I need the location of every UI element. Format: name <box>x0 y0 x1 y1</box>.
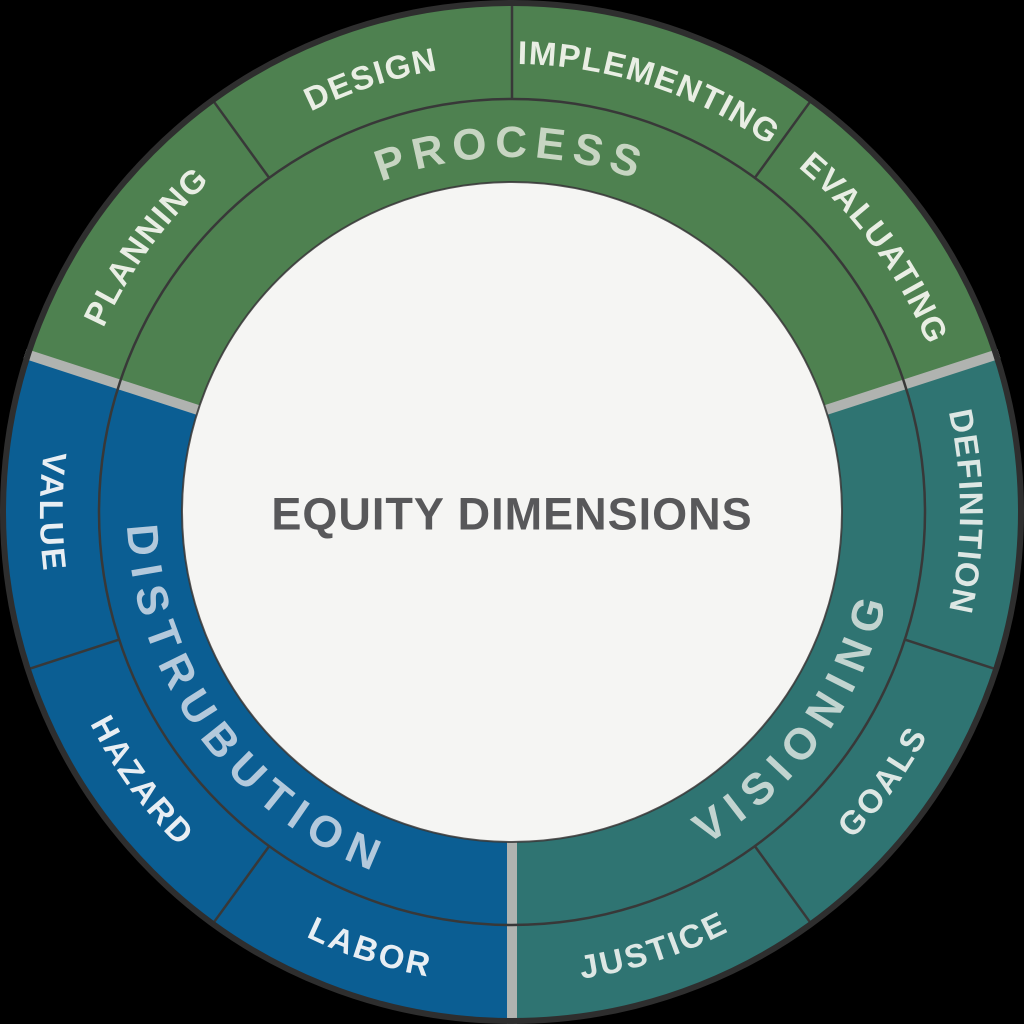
sector-process-wedge <box>27 2 997 410</box>
divider-value-hazard <box>29 638 120 670</box>
ring-band-separator-arc <box>97 97 927 927</box>
page-title: EQUITY DIMENSIONS <box>271 489 752 540</box>
center-circle-outline <box>181 181 843 843</box>
divider-definition-goals <box>904 638 995 670</box>
sector-visioning-wedge <box>512 354 1022 1021</box>
divider-process-distrubution <box>23 349 200 415</box>
segment-label-value-text: VALUE <box>33 450 72 573</box>
segment-label-value: VALUE <box>33 450 74 573</box>
divider-goals-justice <box>753 845 812 924</box>
sector-distrubution-wedge <box>2 354 512 1021</box>
segment-dividers <box>29 5 995 924</box>
sector-dividers <box>23 349 1001 1024</box>
divider-hazard-labor <box>212 845 271 924</box>
center-circle <box>182 182 842 842</box>
divider-implementing-evaluating <box>753 100 812 179</box>
divider-planning-design <box>212 100 271 179</box>
divider-process-visioning <box>824 349 1001 415</box>
